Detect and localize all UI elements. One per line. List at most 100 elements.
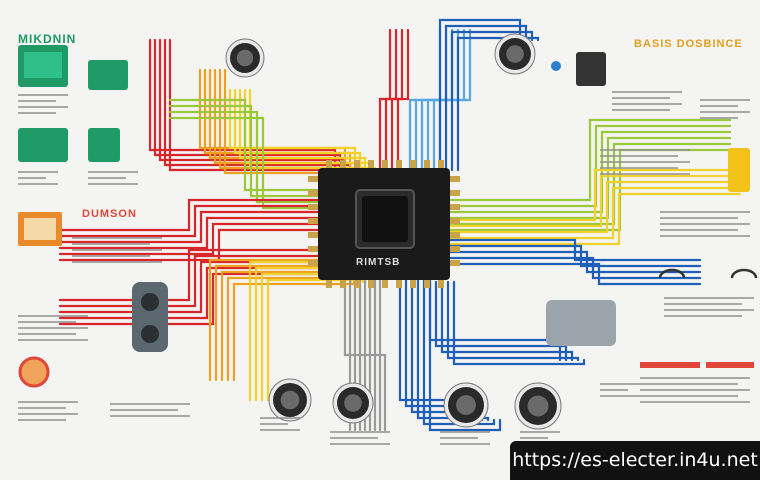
wire-10-3 [446,280,580,362]
wire-3-3 [168,116,322,210]
wire-13-4 [448,262,702,286]
wire-11-4 [448,142,732,226]
wire-6-4 [232,278,356,382]
chip-pin-top [410,160,416,170]
wire-2-4 [248,88,377,170]
chip-pin-top [382,160,388,170]
right-components [546,52,758,368]
wire-8-5 [368,278,377,432]
dial-symbol-2 [730,268,758,279]
wire-12-4 [448,192,742,246]
chip-die-core [362,196,408,242]
probe-cluster [546,300,616,346]
chip-pin-top [438,160,444,170]
wire-3-0 [168,98,322,192]
chip-pin-left [308,260,320,266]
knob-cap-3 [344,394,362,412]
chip-pin-right [448,260,460,266]
label-left-mid: DUMSON [82,208,137,220]
wire-5-1 [58,254,320,308]
wire-10-0 [428,280,562,362]
chip-pin-right [448,176,460,182]
wire-13-2 [448,250,702,274]
wire-0-4 [168,38,357,172]
wire-2-2 [238,88,367,170]
wire-11-1 [448,124,732,208]
chip-pin-top [368,160,374,170]
green-module-1-screen [24,52,62,78]
dial-symbol-1 [658,268,686,279]
wire-12-1 [448,174,742,228]
wire-5-0 [58,248,320,302]
chip-pin-bottom [382,278,388,288]
label-top-right: BASIS DOSBINCE [634,38,743,50]
green-module-2 [88,60,128,90]
wire-11-0 [448,118,732,202]
red-bar-1 [640,362,700,368]
coil-component [18,356,50,388]
wire-15-3 [396,28,410,170]
chip-pin-bottom [354,278,360,288]
wire-13-1 [448,244,702,268]
chip-pins [308,160,460,288]
watermark-url[interactable]: https://es-electer.in4u.net [510,441,760,480]
chip-pin-left [308,246,320,252]
chip-pin-bottom [340,278,346,288]
knob-cap-1 [506,45,524,63]
wire-16-0 [438,18,522,172]
wire-4-2 [58,210,320,244]
chip-pin-top [354,160,360,170]
chip-pin-right [448,246,460,252]
socket-hole-2 [141,325,159,343]
chip-pin-top [340,160,346,170]
wire-13-3 [448,256,702,280]
wire-14-5 [438,28,472,172]
chip-marking: RIMTSB [356,257,401,268]
wire-4-4 [58,222,320,256]
chip-pin-left [308,232,320,238]
wire-2-1 [233,88,362,170]
chip-pin-left [308,218,320,224]
chip-pin-bottom [396,278,402,288]
wire-7-2 [260,272,359,402]
chip-pin-left [308,190,320,196]
green-module-4 [88,128,120,162]
knob-cap-0 [236,49,254,67]
wire-6-2 [220,270,344,382]
knob-cap-5 [527,395,549,417]
left-modules [18,45,168,388]
wire-12-0 [448,168,742,222]
dual-socket [132,282,168,352]
chip-pin-right [448,232,460,238]
wire-13-0 [448,238,702,262]
wire-7-3 [266,278,365,402]
chip-pin-bottom [424,278,430,288]
wire-12-3 [448,186,742,240]
wire-9-5 [428,278,502,432]
chip-pin-left [308,204,320,210]
wire-10-4 [452,280,586,366]
chip-pin-bottom [410,278,416,288]
wire-16-2 [450,30,534,172]
yellow-module [728,148,750,192]
socket-hole-1 [141,293,159,311]
wire-6-3 [226,276,350,382]
chip-pin-right [448,218,460,224]
chip-pin-right [448,204,460,210]
wire-16-3 [456,36,540,172]
microchip [308,160,460,288]
chip-pin-bottom [368,278,374,288]
wire-8-6 [373,278,382,432]
wire-3-2 [168,110,322,204]
led-blue [551,61,561,71]
knob-cap-4 [456,395,476,415]
wire-4-1 [58,204,320,238]
wire-2-0 [228,88,357,170]
chip-pin-bottom [438,278,444,288]
label-top-left: MIKDNIN [18,32,77,46]
annotation-text-blocks [18,91,754,445]
knob-cap-2 [280,390,300,410]
wire-11-3 [448,136,732,220]
wire-3-1 [168,104,322,198]
